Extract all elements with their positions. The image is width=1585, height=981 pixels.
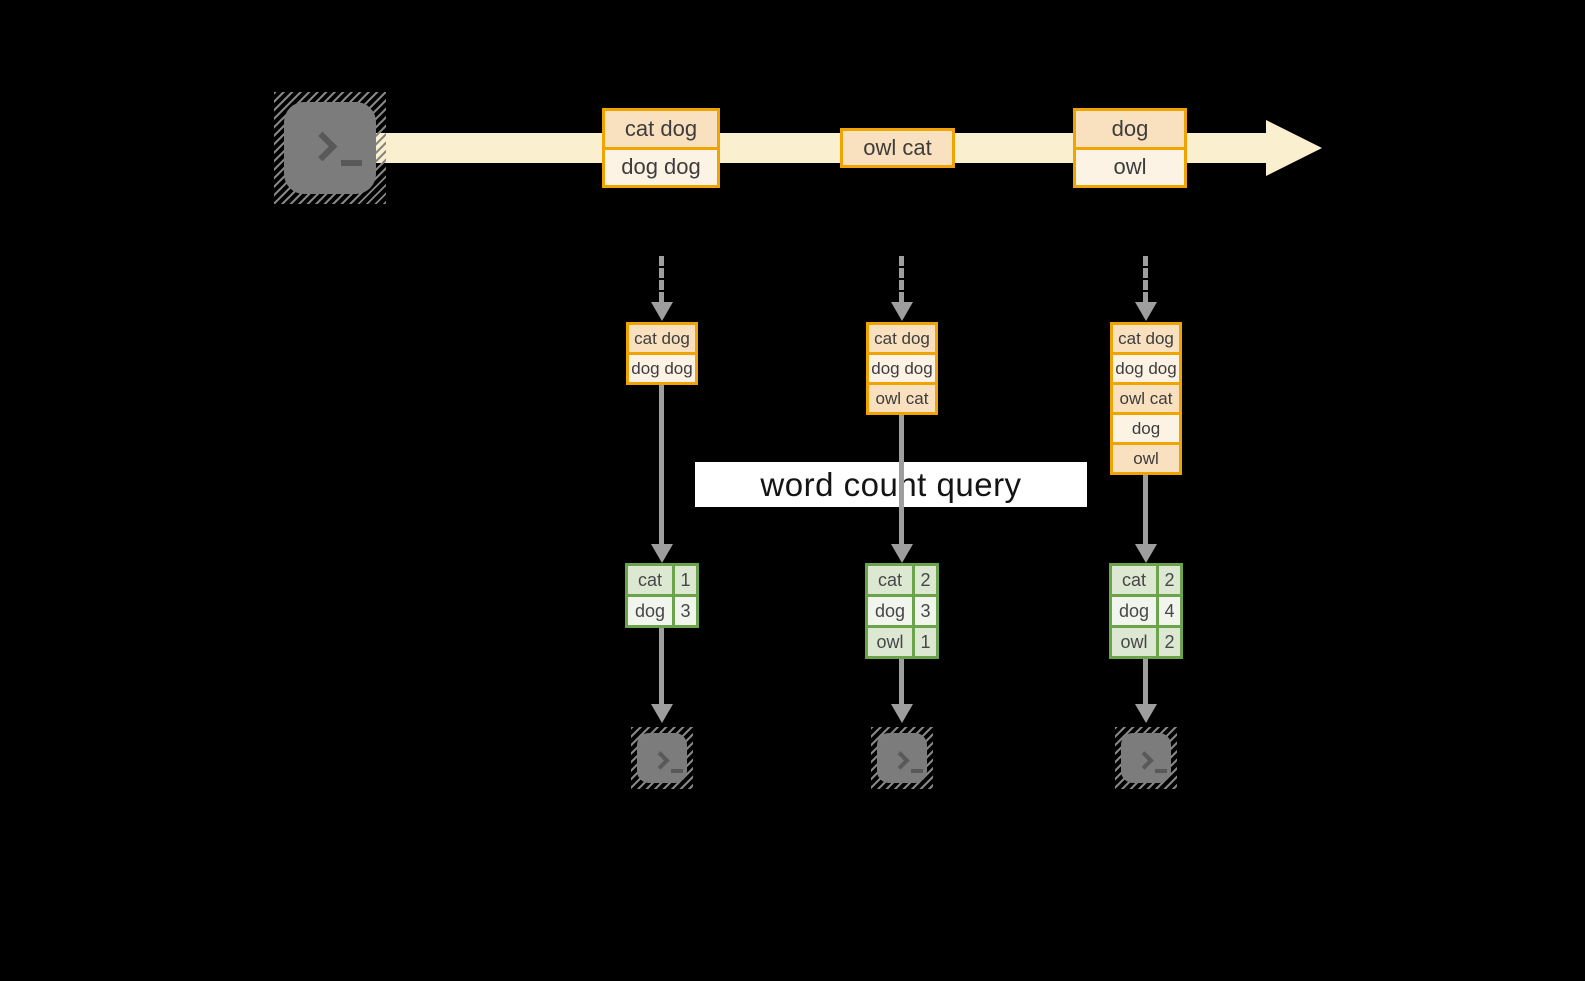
buffer-row: dog dog xyxy=(869,355,935,382)
count-value: 3 xyxy=(675,597,696,625)
terminal-cursor-icon xyxy=(671,769,683,773)
terminal-prompt-icon xyxy=(307,131,338,162)
sink-terminal-icon xyxy=(1115,727,1177,789)
sink-terminal-icon xyxy=(871,727,933,789)
sink-terminal-icon xyxy=(631,727,693,789)
record-buffer-1: cat dog dog dog xyxy=(626,322,698,385)
terminal-window xyxy=(637,733,687,783)
terminal-prompt-icon xyxy=(1135,751,1154,770)
count-word: dog xyxy=(1112,597,1156,625)
buffer-row: dog dog xyxy=(1113,355,1179,382)
flow-arrowhead-icon xyxy=(651,544,673,563)
count-word: owl xyxy=(1112,628,1156,656)
count-word: cat xyxy=(868,566,912,594)
buffer-row: owl cat xyxy=(869,385,935,412)
flow-arrow-line xyxy=(1143,475,1148,544)
buffer-row: cat dog xyxy=(869,325,935,352)
stream-record: cat dog xyxy=(605,111,717,147)
count-table-2: cat 2 dog 3 owl 1 xyxy=(865,563,939,659)
count-value: 2 xyxy=(1159,628,1180,656)
count-word: owl xyxy=(868,628,912,656)
flow-arrowhead-icon xyxy=(1135,544,1157,563)
record-buffer-3: cat dog dog dog owl cat dog owl xyxy=(1110,322,1182,475)
flow-arrowhead-icon xyxy=(1135,704,1157,723)
terminal-window xyxy=(877,733,927,783)
stream-record: owl cat xyxy=(843,131,952,165)
record-buffer-2: cat dog dog dog owl cat xyxy=(866,322,938,415)
stream-record: dog dog xyxy=(605,149,717,185)
buffer-row: owl xyxy=(1113,445,1179,472)
terminal-window xyxy=(1121,733,1171,783)
stream-batch-2: owl cat xyxy=(840,128,955,168)
buffer-row: owl cat xyxy=(1113,385,1179,412)
query-label: word count query xyxy=(695,462,1087,507)
terminal-prompt-icon xyxy=(651,751,670,770)
stream-arrowhead-icon xyxy=(1266,120,1322,176)
count-word: dog xyxy=(868,597,912,625)
count-value: 2 xyxy=(1159,566,1180,594)
count-table-3: cat 2 dog 4 owl 2 xyxy=(1109,563,1183,659)
stream-batch-3: dog owl xyxy=(1073,108,1187,188)
terminal-cursor-icon xyxy=(911,769,923,773)
count-value: 3 xyxy=(915,597,936,625)
flow-arrow-line xyxy=(659,628,664,704)
count-value: 1 xyxy=(675,566,696,594)
dashed-arrow-line xyxy=(899,256,904,302)
dashed-arrowhead-icon xyxy=(1135,302,1157,321)
count-table-1: cat 1 dog 3 xyxy=(625,563,699,628)
terminal-cursor-icon xyxy=(341,160,362,166)
flow-arrow-line xyxy=(899,415,904,544)
buffer-row: dog xyxy=(1113,415,1179,442)
terminal-prompt-icon xyxy=(891,751,910,770)
count-value: 2 xyxy=(915,566,936,594)
stream-record: dog xyxy=(1076,111,1184,147)
count-word: cat xyxy=(628,566,672,594)
terminal-window xyxy=(284,102,376,194)
dashed-arrow-line xyxy=(1143,256,1148,302)
dashed-arrowhead-icon xyxy=(891,302,913,321)
buffer-row: cat dog xyxy=(629,325,695,352)
flow-arrow-line xyxy=(1143,659,1148,704)
flow-arrowhead-icon xyxy=(891,544,913,563)
count-value: 1 xyxy=(915,628,936,656)
count-word: cat xyxy=(1112,566,1156,594)
flow-arrow-line xyxy=(659,385,664,544)
flow-arrowhead-icon xyxy=(891,704,913,723)
count-word: dog xyxy=(628,597,672,625)
terminal-cursor-icon xyxy=(1155,769,1167,773)
stream-batch-1: cat dog dog dog xyxy=(602,108,720,188)
dashed-arrow-line xyxy=(659,256,664,302)
buffer-row: dog dog xyxy=(629,355,695,382)
flow-arrow-line xyxy=(899,659,904,704)
dashed-arrowhead-icon xyxy=(651,302,673,321)
flow-arrowhead-icon xyxy=(651,704,673,723)
count-value: 4 xyxy=(1159,597,1180,625)
stream-record: owl xyxy=(1076,149,1184,185)
source-terminal-icon xyxy=(274,92,386,204)
buffer-row: cat dog xyxy=(1113,325,1179,352)
